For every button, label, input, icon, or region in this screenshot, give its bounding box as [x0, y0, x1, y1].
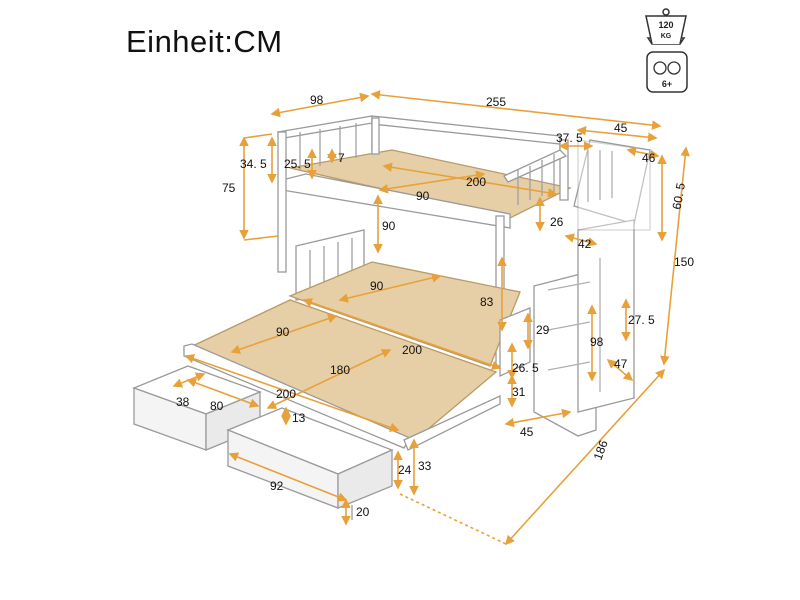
unit-label: Einheit:CM — [126, 24, 283, 59]
dim-200-low: 200 — [402, 343, 422, 357]
dim-90-top: 90 — [416, 189, 430, 203]
dim-150: 150 — [674, 255, 694, 269]
dim-90-low: 90 — [276, 325, 290, 339]
dim-255: 255 — [486, 95, 506, 109]
dim-60-5: 60. 5 — [670, 181, 688, 210]
dim-180: 180 — [330, 363, 350, 377]
dim-47: 47 — [614, 357, 628, 371]
dim-26: 26 — [550, 215, 564, 229]
dim-24: 24 — [398, 463, 412, 477]
dim-45-stair: 45 — [520, 425, 534, 439]
dim-80: 80 — [210, 399, 224, 413]
dim-26-5: 26. 5 — [512, 361, 539, 375]
dim-31: 31 — [512, 385, 526, 399]
dim-25-5: 25. 5 — [284, 157, 311, 171]
dim-13: 13 — [292, 411, 306, 425]
dim-20: 20 — [356, 505, 370, 519]
dim-27-5: 27. 5 — [628, 313, 655, 327]
dim-200-drawer: 200 — [276, 387, 296, 401]
dim-200-top: 200 — [466, 175, 486, 189]
dim-42: 42 — [578, 237, 592, 251]
dim-90-mid: 90 — [370, 279, 384, 293]
dim-45-top: 45 — [614, 121, 628, 135]
dimension-lines — [172, 90, 690, 546]
age-value: 6+ — [662, 79, 672, 89]
dim-38: 38 — [176, 395, 190, 409]
dim-7: 7 — [338, 151, 345, 165]
children-icon: 6+ — [646, 51, 688, 93]
dim-186: 186 — [591, 438, 611, 462]
dim-75: 75 — [222, 181, 236, 195]
bed-frame — [132, 115, 651, 520]
dim-29: 29 — [536, 323, 550, 337]
dim-92: 92 — [270, 479, 284, 493]
dim-34-5: 34. 5 — [240, 157, 267, 171]
dim-83: 83 — [480, 295, 494, 309]
dim-98: 98 — [310, 93, 324, 107]
weight-value: 120 — [658, 20, 673, 30]
dim-33: 33 — [418, 459, 432, 473]
dim-98-stair: 98 — [590, 335, 604, 349]
dim-37-5: 37. 5 — [556, 131, 583, 145]
weight-unit: KG — [661, 33, 672, 40]
dim-46: 46 — [642, 151, 656, 165]
dimension-labels: 98 255 45 37. 5 34. 5 25. 5 7 75 200 90 … — [176, 93, 694, 519]
dim-90-gap: 90 — [382, 219, 396, 233]
weight-icon: 120 KG — [645, 8, 687, 45]
